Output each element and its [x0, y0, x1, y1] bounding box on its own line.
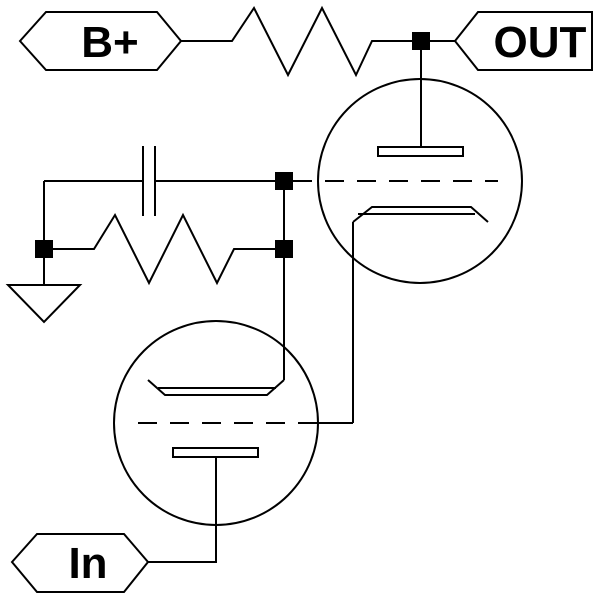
out-terminal: OUT: [453, 11, 593, 71]
in-label: In: [68, 539, 107, 588]
upper-triode: [293, 78, 523, 284]
plate-load-resistor-zigzag: [181, 5, 455, 78]
upper-tube-envelope: [317, 78, 523, 284]
ground-symbol: [5, 284, 83, 324]
out-terminal-shape: [453, 11, 593, 71]
bypass-capacitor: [142, 146, 156, 216]
in-terminal: In: [10, 533, 150, 593]
grid-resistor-zigzag: [44, 212, 284, 286]
input-lead: [148, 457, 217, 563]
bplus-terminal: B+: [18, 11, 183, 71]
ground: [5, 249, 83, 324]
bplus-label: B+: [81, 18, 138, 67]
upper-plate: [377, 146, 464, 157]
plate-load-resistor: [181, 5, 455, 78]
lower-plate: [172, 447, 259, 458]
grid-resistor: [44, 212, 284, 286]
out-label: OUT: [494, 18, 587, 67]
